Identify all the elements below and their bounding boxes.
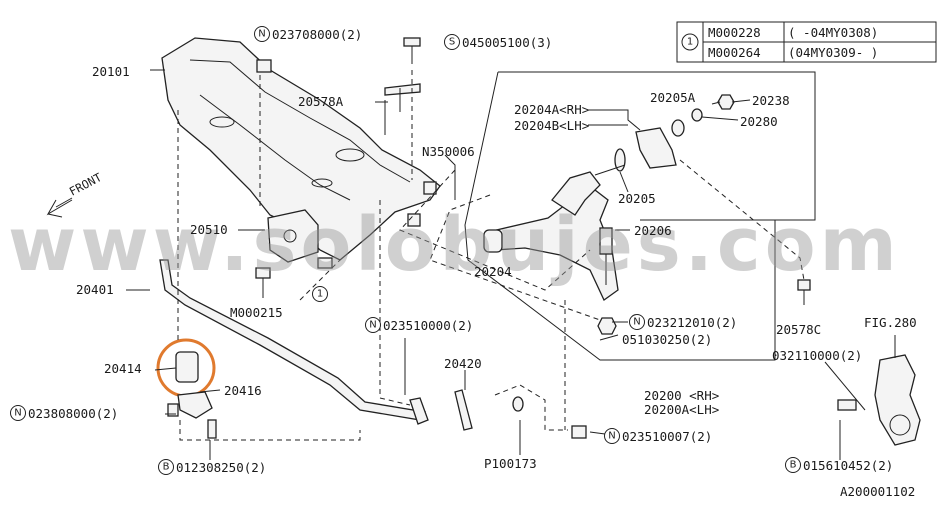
control-arm-part bbox=[483, 171, 619, 301]
reference-table: 1 M000228 ( -04MY0308) M000264 (04MY0309… bbox=[676, 21, 937, 63]
label-023510000: 023510000(2) bbox=[383, 318, 473, 333]
svg-text:N: N bbox=[14, 408, 21, 419]
label-20200: 20200 <RH> bbox=[644, 388, 719, 403]
svg-text:N: N bbox=[608, 431, 615, 442]
table-range-1: ( -04MY0308) bbox=[788, 25, 878, 40]
label-012308250: 012308250(2) bbox=[176, 460, 266, 475]
label-20510: 20510 bbox=[190, 222, 228, 237]
label-N350006: N350006 bbox=[422, 144, 475, 159]
label-20280: 20280 bbox=[740, 114, 778, 129]
label-20204: 20204 bbox=[474, 264, 512, 279]
label-20200A: 20200A<LH> bbox=[644, 402, 719, 417]
bolts bbox=[255, 37, 811, 439]
label-20401: 20401 bbox=[76, 282, 114, 297]
table-symbol: 1 bbox=[687, 37, 693, 48]
crossmember-part bbox=[161, 37, 441, 261]
bracket-20416-part bbox=[167, 391, 217, 439]
table-range-2: (04MY0309- ) bbox=[788, 45, 878, 60]
label-051030250: 051030250(2) bbox=[622, 332, 712, 347]
svg-text:N: N bbox=[258, 29, 265, 40]
label-M000215: M000215 bbox=[230, 305, 283, 320]
leader-lines bbox=[126, 69, 896, 460]
watermark: www.solobujes.com bbox=[8, 202, 901, 288]
bushing-group-part bbox=[594, 94, 735, 176]
svg-text:N: N bbox=[633, 317, 640, 328]
ball-joint-part bbox=[597, 227, 617, 335]
front-label: FRONT bbox=[67, 170, 104, 199]
label-032110000: 032110000(2) bbox=[772, 348, 862, 363]
svg-text:B: B bbox=[790, 460, 797, 471]
bracket-20510-part bbox=[267, 209, 319, 263]
table-code-2: M000264 bbox=[708, 45, 761, 60]
part-labels: 20101 023708000(2) 045005100(3) 20578A N… bbox=[28, 27, 917, 499]
label-023808000: 023808000(2) bbox=[28, 406, 118, 421]
symbol-markers: N S 1 N B N N N B bbox=[10, 26, 801, 475]
label-20578A: 20578A bbox=[298, 94, 344, 109]
label-20205A: 20205A bbox=[650, 90, 696, 105]
label-20205: 20205 bbox=[618, 191, 656, 206]
link-20420-part bbox=[409, 389, 524, 431]
label-20204A: 20204A<RH> bbox=[514, 102, 589, 117]
label-P100173: P100173 bbox=[484, 456, 537, 471]
label-20101: 20101 bbox=[92, 64, 130, 79]
label-023212010: 023212010(2) bbox=[647, 315, 737, 330]
label-20204B: 20204B<LH> bbox=[514, 118, 589, 133]
label-045005100: 045005100(3) bbox=[462, 35, 552, 50]
label-023510007: 023510007(2) bbox=[622, 429, 712, 444]
svg-text:S: S bbox=[449, 37, 455, 48]
label-20578C: 20578C bbox=[776, 322, 821, 337]
label-023708000: 023708000(2) bbox=[272, 27, 362, 42]
label-20238: 20238 bbox=[752, 93, 790, 108]
label-FIG280: FIG.280 bbox=[864, 315, 917, 330]
bushing-20414-part bbox=[156, 338, 216, 398]
svg-text:N: N bbox=[369, 320, 376, 331]
label-20416: 20416 bbox=[224, 383, 262, 398]
label-20420: 20420 bbox=[444, 356, 482, 371]
label-reference: A200001102 bbox=[840, 484, 915, 499]
label-015610452: 015610452(2) bbox=[803, 458, 893, 473]
svg-text:B: B bbox=[163, 462, 170, 473]
label-20206: 20206 bbox=[634, 223, 672, 238]
svg-text:1: 1 bbox=[317, 289, 323, 300]
label-20414: 20414 bbox=[104, 361, 142, 376]
knuckle-part bbox=[837, 354, 921, 446]
table-code-1: M000228 bbox=[708, 25, 761, 40]
